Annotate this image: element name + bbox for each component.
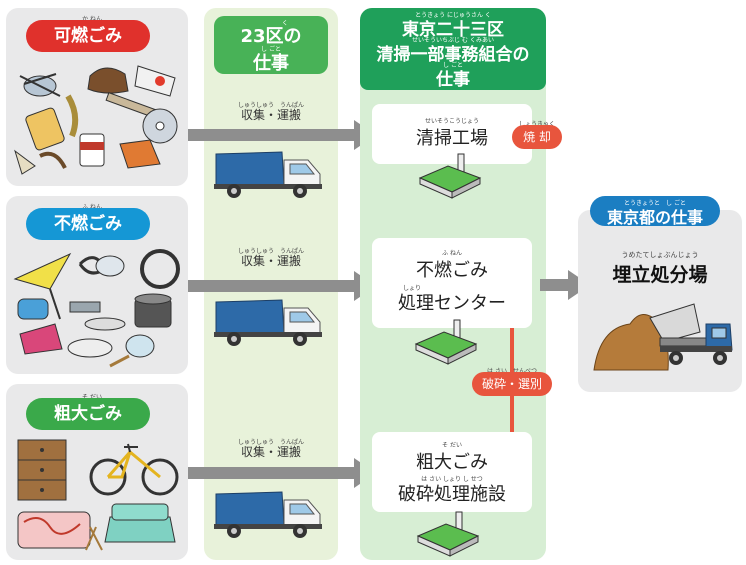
association-title-line1: 東京二十三区	[402, 20, 504, 40]
incinerate-ruby: しょうきゃく	[510, 119, 564, 128]
incinerate-badge: 焼 却	[512, 125, 562, 149]
crush-badge: 破砕・選別	[472, 372, 552, 396]
facility-1-ruby: せいそうこうじょう	[424, 118, 479, 125]
factory-icon	[416, 511, 480, 557]
association-title-ruby2: せいそういちぶじ む くみあい	[411, 37, 495, 44]
facility-2-label-line1: 不燃ごみ	[416, 260, 488, 281]
ward-title-line1: 23区の	[240, 26, 302, 47]
ward-title-box	[214, 16, 328, 74]
ward-title-ruby2: し ごと	[261, 46, 281, 53]
oversized-title-pill: 粗大ごみ	[26, 398, 150, 430]
association-title-ruby1: とうきょう にじゅうさん く	[415, 12, 491, 19]
burnable-title-pill: 可燃ごみ	[26, 20, 150, 52]
metro-title-box	[590, 196, 720, 226]
association-title-line3: 仕事	[436, 70, 470, 90]
facility-box-incineration	[372, 104, 532, 164]
work-ruby-3: しゅうしゅう うんぱん	[237, 439, 304, 446]
facility-3-ruby2: は さい しょり し せつ	[421, 476, 483, 483]
factory-icon	[418, 153, 482, 199]
association-title-line2: 清掃一部事務組合の	[376, 45, 530, 65]
nonburnable-title-pill: 不燃ごみ	[26, 208, 150, 240]
facility-2-ruby: ふ ねん	[442, 250, 462, 257]
facility-2-label-line2: 処理センター	[398, 293, 506, 314]
work-label-2: 収集・運搬	[240, 254, 301, 268]
facility-2-ruby2: しょり	[402, 285, 421, 292]
burnable-ruby: か ねん	[62, 14, 122, 23]
nonburnable-trash-illustration	[13, 249, 180, 368]
garbage-truck-icon	[214, 151, 322, 198]
ward-title-line2: 仕事	[253, 53, 289, 74]
dump-truck-landfill-illustration	[593, 303, 733, 371]
work-label-1: 収集・運搬	[240, 108, 301, 122]
oversized-ruby: そ だい	[62, 392, 122, 401]
flow-arrow-3	[188, 458, 376, 488]
landfill-label: 埋立処分場	[612, 264, 708, 286]
nonburnable-ruby: ふ ねん	[62, 202, 122, 211]
metro-title-ruby: とうきょうと し ごと	[624, 200, 686, 207]
work-ruby-2: しゅうしゅう うんぱん	[237, 248, 304, 255]
facility-3-label-line1: 粗大ごみ	[416, 452, 488, 473]
burnable-trash-illustration	[14, 65, 178, 175]
garbage-truck-icon	[214, 299, 322, 346]
crush-ruby: は さい せんべつ	[470, 366, 554, 375]
association-title-box	[360, 8, 546, 90]
garbage-truck-icon	[214, 491, 322, 538]
work-ruby-1: しゅうしゅう うんぱん	[237, 102, 304, 109]
oversized-trash-illustration	[17, 439, 179, 551]
facility-box-nonburnable	[372, 238, 532, 328]
facility-box-oversized	[372, 432, 532, 512]
work-label-3: 収集・運搬	[240, 445, 301, 459]
landfill-ruby: うめたてしょぶんじょう	[621, 251, 699, 259]
factory-icon	[414, 319, 478, 365]
ward-title-ruby: く	[281, 20, 288, 27]
facility-3-ruby: そ だい	[442, 442, 462, 449]
metro-title: 東京都の仕事	[606, 208, 703, 227]
facility-3-label-line2: 破砕処理施設	[398, 484, 506, 505]
facility-1-label: 清掃工場	[416, 128, 488, 149]
flow-arrow-1	[188, 120, 376, 150]
association-title-ruby3: し ごと	[443, 62, 463, 69]
